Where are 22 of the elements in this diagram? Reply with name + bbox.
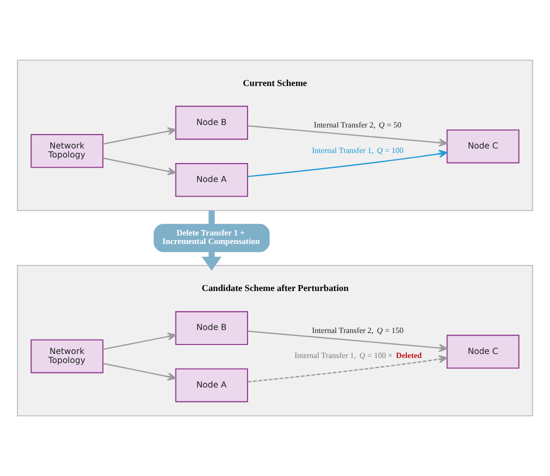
arrow	[248, 330, 448, 352]
arrow	[103, 362, 176, 381]
arrow	[248, 125, 448, 147]
node-box: Node B	[175, 106, 248, 140]
node-box: Node A	[175, 368, 248, 402]
edge-label: Internal Transfer 2, Q = 50	[314, 120, 402, 130]
node-box: Network Topology	[30, 134, 104, 168]
edge-label: Internal Transfer 1, Q = 100 × Deleted	[294, 351, 422, 360]
connector	[208, 210, 215, 224]
arrow	[248, 150, 448, 178]
node-box: Node A	[175, 163, 248, 197]
arrow	[103, 158, 176, 176]
node-box: Node C	[446, 334, 520, 369]
arrow	[103, 127, 176, 145]
node-box: Node B	[175, 311, 248, 346]
edge-label: Internal Transfer 2, Q = 150	[312, 326, 404, 335]
edge-label: Internal Transfer 1, Q = 100	[312, 146, 404, 155]
arrow	[248, 355, 448, 382]
node-box: Delete Transfer 1 + Incremental Compensation	[154, 224, 270, 252]
arrow	[103, 332, 176, 350]
node-box: Node C	[446, 129, 520, 164]
node-box: Network Topology	[30, 339, 104, 374]
